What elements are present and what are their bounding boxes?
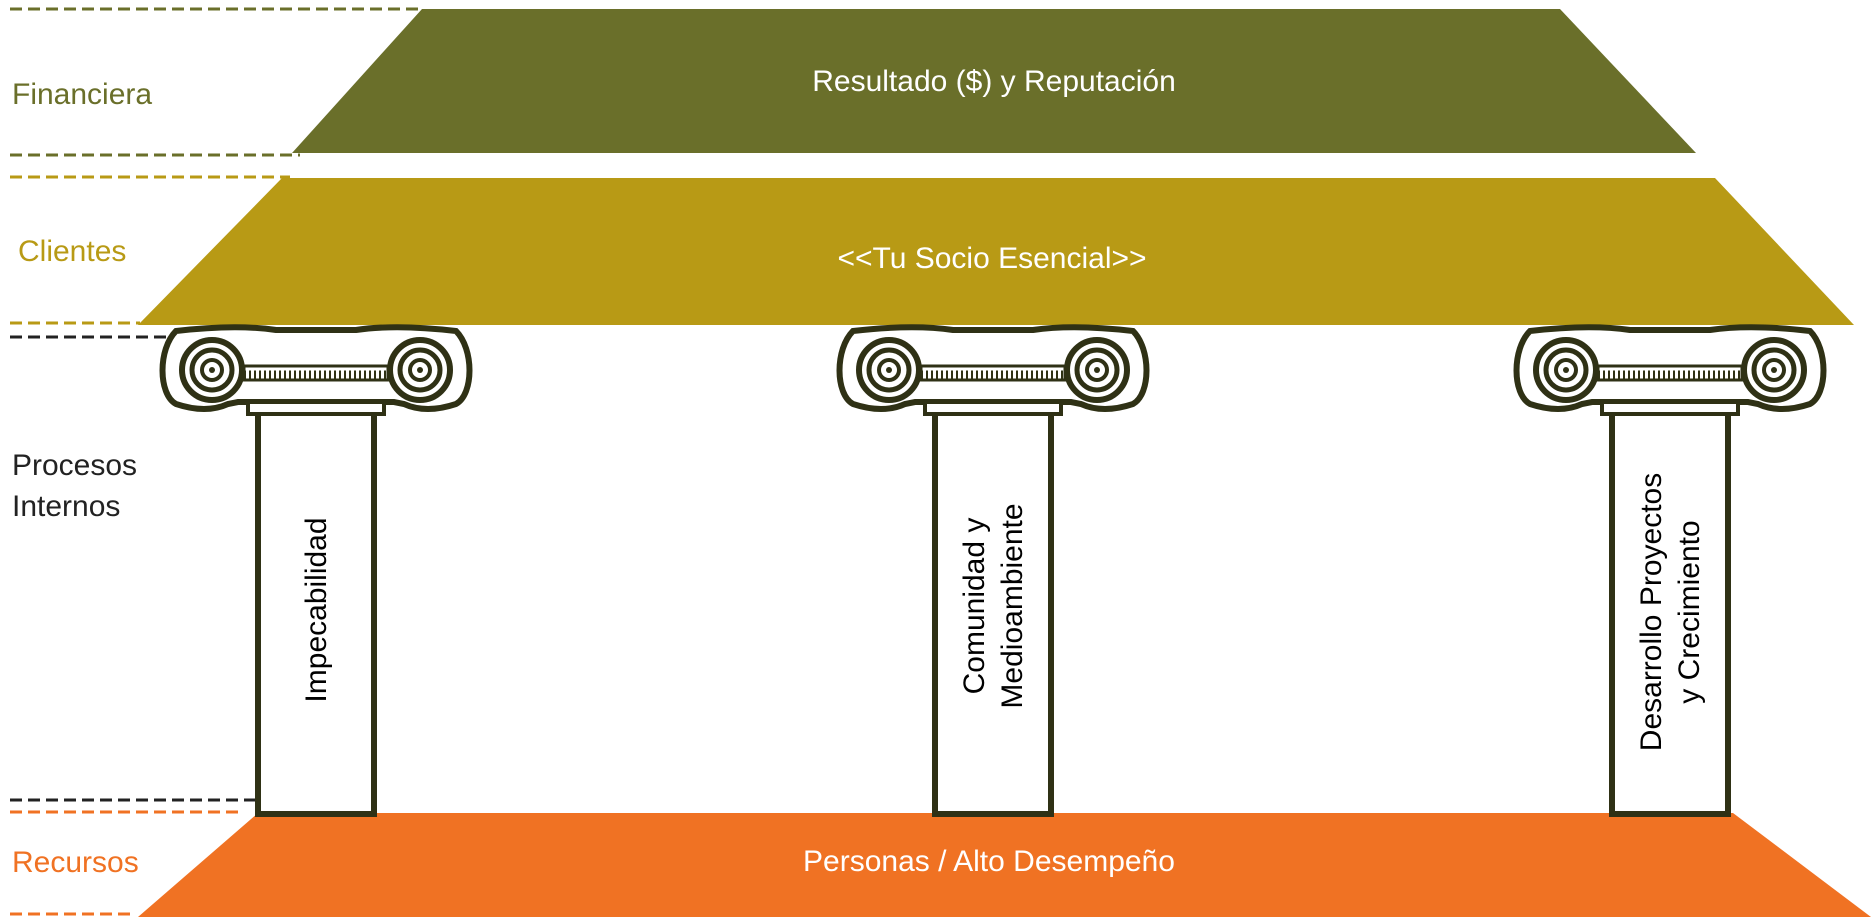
pillar-shaft [1609, 409, 1731, 817]
recursos-band [138, 813, 1871, 917]
procesos-side-label-line2: Internos [12, 490, 120, 523]
pillar-capital-icon [840, 327, 1147, 414]
financiera-band-text: Resultado ($) y Reputación [812, 65, 1176, 98]
procesos-side-label-line1: Procesos [12, 449, 137, 482]
pillar-shaft [932, 409, 1054, 817]
clientes-band [138, 178, 1854, 325]
pillar-label-line2: Medioambiente [996, 503, 1029, 708]
recursos-side-label: Recursos [12, 846, 139, 879]
financiera-band [292, 9, 1696, 153]
pillar-label-line1: Desarrollo Proyectos [1635, 473, 1668, 751]
pillar-label-line2: y Crecimiento [1673, 520, 1706, 703]
pillar-capital-icon [163, 327, 470, 414]
pillar-desarrollo: Desarrollo Proyectos y Crecimiento [1517, 327, 1824, 817]
pillar-label-line1: Comunidad y [958, 518, 991, 695]
financiera-side-label: Financiera [12, 78, 152, 111]
clientes-side-label: Clientes [18, 235, 126, 268]
pillar-impecabilidad: Impecabilidad [163, 327, 470, 817]
recursos-band-text: Personas / Alto Desempeño [803, 845, 1175, 878]
pillar-label-line1: Impecabilidad [300, 517, 333, 702]
clientes-band-text: <<Tu Socio Esencial>> [837, 242, 1146, 275]
pillar-capital-icon [1517, 327, 1824, 414]
pillar-comunidad: Comunidad y Medioambiente [840, 327, 1147, 817]
